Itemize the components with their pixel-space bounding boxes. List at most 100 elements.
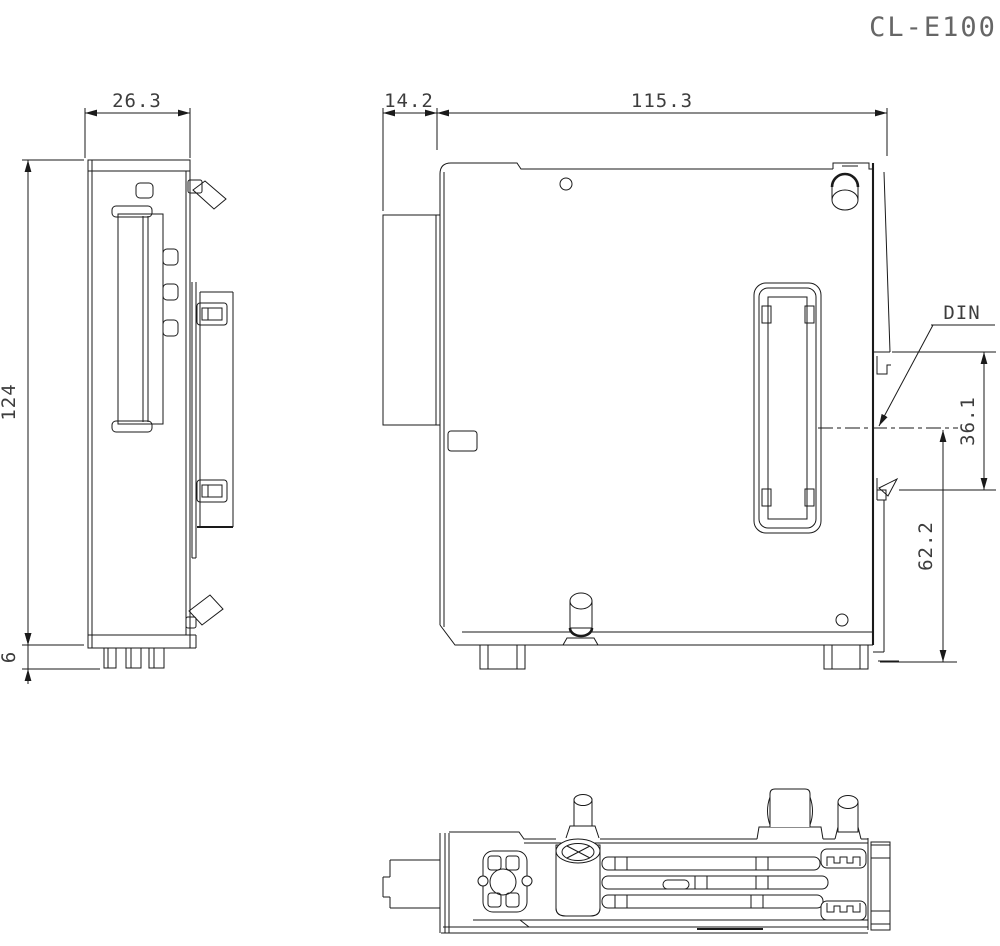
- bottom-vent-capsule: [662, 879, 690, 890]
- bottom-pin-right-sides: [834, 803, 862, 840]
- side-dim-feet: 6: [0, 630, 100, 684]
- bottom-screw-body: [555, 851, 601, 917]
- side-dim-height-value: 124: [0, 383, 20, 420]
- side-body-outline: [87, 159, 197, 649]
- front-coupling-pin-bottom-cap: [568, 627, 594, 638]
- din-callout: DIN: [878, 302, 995, 427]
- front-coupling-pin-top-base: [831, 189, 859, 211]
- bottom-speaker-pad-bl: [487, 892, 502, 908]
- bottom-din-comb-bottom-teeth: [826, 903, 861, 913]
- front-release-tab: [447, 430, 478, 452]
- front-dim-extension-lines: [382, 108, 888, 211]
- side-bottom-clip: [185, 594, 224, 629]
- bottom-end-cap-outer: [870, 841, 891, 931]
- bottom-pin-left-base: [565, 825, 600, 839]
- bottom-speaker-pad-tl: [487, 855, 502, 871]
- side-view: 26.3 124 6: [0, 90, 234, 684]
- side-din-rail: [191, 282, 234, 559]
- side-dim-width-value: 26.3: [112, 90, 162, 112]
- bottom-coupling-pin-left: [565, 794, 600, 839]
- bottom-pin-left-sides: [573, 800, 593, 827]
- bottom-speaker-circle: [489, 868, 517, 896]
- side-terminal-feet: [103, 648, 165, 669]
- side-door-inner-lines: [142, 216, 149, 422]
- front-card-slot-clips: [761, 305, 815, 507]
- bottom-coupling-pin-right: [834, 795, 862, 840]
- front-screw-hole-bottom: [835, 613, 849, 627]
- side-din-hook-top: [196, 302, 228, 326]
- front-dim-offset: 14.2: [382, 90, 888, 211]
- side-door-cap-top: [111, 205, 153, 218]
- bottom-pin-right-top: [837, 795, 859, 809]
- side-din-rail-plate: [191, 282, 234, 559]
- front-coupling-pin-bottom: [568, 592, 594, 638]
- front-card-slot-outer: [753, 282, 822, 534]
- side-dim-feet-value: 6: [0, 651, 20, 663]
- bottom-end-cap-top-block: [870, 844, 891, 859]
- side-din-hook-bottom: [196, 479, 228, 503]
- side-top-clip: [187, 179, 227, 210]
- front-card-slot-mid: [758, 287, 817, 529]
- side-dim-width: 26.3: [84, 90, 191, 158]
- bottom-end-cap-bottom-block: [870, 910, 891, 925]
- bottom-pin-left-top: [573, 794, 593, 806]
- bottom-speaker-pad-br: [505, 892, 520, 908]
- bottom-din-comb-bottom: [820, 900, 867, 921]
- front-coupling-pin-top: [830, 172, 860, 211]
- front-card-slot: [753, 282, 822, 534]
- front-dim-din-upper-value: 36.1: [957, 396, 979, 446]
- front-feet: [479, 645, 869, 670]
- side-led-window-3: [162, 319, 179, 337]
- front-body-outline: [439, 162, 873, 646]
- front-dim-width-value: 115.3: [631, 90, 693, 112]
- bottom-usb-side-clips: [767, 796, 813, 826]
- bottom-vent-row-3: [601, 894, 824, 909]
- bottom-vent-row-1: [601, 856, 821, 871]
- front-din-groove: DIN: [818, 171, 995, 662]
- side-dim-height: 124: [0, 159, 84, 646]
- bottom-din-comb-top: [820, 848, 867, 869]
- bottom-vent-grille: [601, 856, 829, 909]
- side-dim-height-extension-lines: [22, 159, 84, 646]
- side-led-windows: [162, 248, 179, 337]
- bottom-speaker-pad-tr: [505, 855, 520, 871]
- side-bottom-clip-tab: [185, 616, 197, 629]
- front-card-slot-inner: [767, 296, 808, 520]
- side-din-hook-bottom-outer: [196, 479, 228, 503]
- bottom-din-comb-bottom-outer: [820, 900, 867, 921]
- bottom-end-cap: [870, 841, 891, 931]
- side-dim-width-extension-lines: [84, 108, 191, 158]
- side-indicator-window: [135, 182, 154, 199]
- side-din-hook-top-outer: [196, 302, 228, 326]
- drawing-title: CL-E100: [869, 12, 997, 43]
- bottom-speaker-feature: [477, 850, 533, 913]
- front-dim-width: 115.3: [437, 90, 887, 117]
- bottom-screw-head-inner: [561, 843, 595, 861]
- front-screw-hole-top: [559, 177, 573, 191]
- bottom-usb-connector: [767, 788, 813, 827]
- front-view: 14.2 115.3: [382, 90, 996, 670]
- bottom-vent-row-2: [601, 875, 829, 890]
- front-dim-din-lower-value: 62.2: [915, 521, 937, 571]
- front-expansion-connector: [382, 214, 440, 426]
- front-dim-din-upper-extensions: [892, 351, 996, 491]
- bottom-usb-shell: [769, 788, 811, 827]
- bottom-din-comb-top-outer: [820, 848, 867, 869]
- side-door-body: [117, 213, 164, 425]
- din-leader-line: [878, 324, 934, 427]
- bottom-speaker-notch-left: [477, 875, 489, 887]
- front-din-back-plate: [873, 171, 899, 662]
- side-din-hook-top-inner: [201, 307, 223, 321]
- front-dim-din-lower: 62.2: [880, 430, 957, 663]
- side-top-clip-lever: [192, 180, 227, 210]
- side-din-hook-bottom-inner: [201, 484, 223, 498]
- front-coupling-pin-bottom-sides: [569, 601, 593, 628]
- bottom-screw-cross: [566, 845, 591, 859]
- bottom-body-outline: [382, 826, 869, 934]
- front-coupling-pin-top-cap: [830, 172, 860, 188]
- front-dim-offset-value: 14.2: [384, 90, 434, 112]
- side-door-cap-bottom: [111, 420, 153, 433]
- front-coupling-pin-top-sides: [831, 187, 859, 200]
